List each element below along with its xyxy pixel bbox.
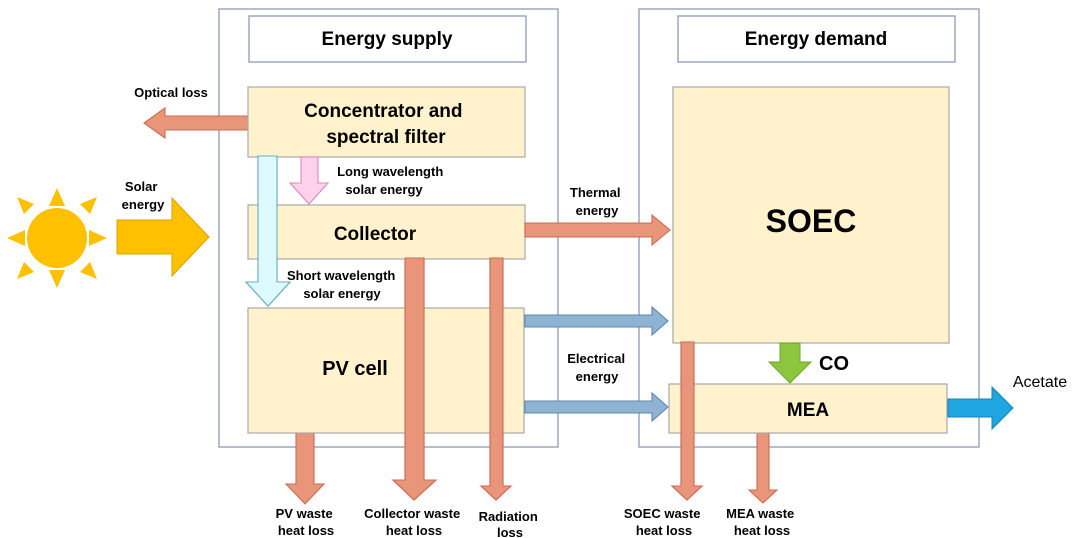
pv-cell-label: PV cell bbox=[322, 358, 388, 380]
thermal-energy-label: Thermal energy bbox=[570, 185, 624, 218]
radiation-loss-label: Radiation loss bbox=[479, 509, 542, 538]
soec-waste-heat-label: SOEC waste heat loss bbox=[624, 506, 704, 538]
concentrator-label: Concentrator and spectral filter bbox=[304, 101, 468, 148]
sun-icon bbox=[7, 188, 107, 288]
co-arrow bbox=[767, 342, 813, 384]
optical-loss-label: Optical loss bbox=[134, 85, 208, 100]
soec-label: SOEC bbox=[766, 203, 857, 239]
mea-label: MEA bbox=[787, 400, 830, 421]
solar-energy-arrow bbox=[116, 196, 210, 278]
optical-loss-arrow bbox=[143, 106, 249, 140]
mea-waste-heat-arrow bbox=[747, 432, 779, 504]
radiation-loss-arrow-overlay bbox=[479, 257, 513, 501]
energy-demand-header bbox=[677, 15, 956, 63]
long-wavelength-arrow bbox=[288, 156, 330, 205]
collector-waste-heat-label: Collector waste heat loss bbox=[364, 506, 464, 538]
concentrator-box bbox=[247, 86, 526, 158]
co-label: CO bbox=[819, 353, 849, 375]
electrical-energy-label: Electrical energy bbox=[567, 351, 628, 384]
energy-demand-title: Energy demand bbox=[745, 29, 888, 50]
collector-waste-heat-arrow-overlay bbox=[391, 257, 438, 501]
short-wavelength-arrow-overlay bbox=[244, 155, 292, 307]
electrical-energy-arrow-bottom bbox=[524, 391, 669, 423]
acetate-arrow bbox=[947, 385, 1014, 431]
mea-box bbox=[668, 383, 948, 434]
solar-energy-label: Solar energy bbox=[122, 179, 165, 212]
acetate-label: Acetate bbox=[1013, 374, 1067, 391]
energy-supply-title: Energy supply bbox=[322, 29, 453, 50]
short-wavelength-label: Short wavelength solar energy bbox=[287, 268, 399, 301]
pv-cell-box bbox=[247, 307, 525, 434]
long-wavelength-label: Long wavelength solar energy bbox=[337, 164, 447, 197]
thermal-energy-arrow bbox=[524, 213, 671, 247]
pv-waste-heat-label: PV waste heat loss bbox=[276, 506, 337, 538]
electrical-energy-arrow-top bbox=[524, 305, 669, 337]
energy-supply-header bbox=[248, 15, 527, 63]
mea-waste-heat-label: MEA waste heat loss bbox=[726, 506, 798, 538]
soec-box bbox=[672, 86, 950, 344]
collector-label: Collector bbox=[334, 224, 417, 245]
collector-box bbox=[247, 204, 526, 260]
pv-waste-heat-arrow bbox=[284, 432, 326, 505]
soec-waste-heat-arrow-overlay bbox=[670, 341, 704, 501]
